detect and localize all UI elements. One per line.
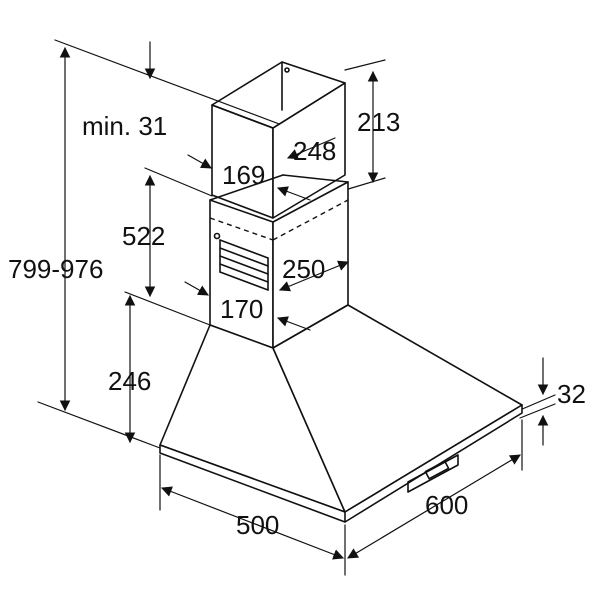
label-upper-chimney-depth: 248 [293,136,336,166]
label-upper-chimney-height: 213 [357,107,400,137]
vent-grille [219,239,269,291]
upper-chimney [211,61,346,219]
label-lower-chimney-width: 170 [220,294,263,324]
label-depth: 500 [236,510,279,540]
label-width: 600 [425,490,468,520]
label-total-height: 799-976 [8,254,103,284]
label-canopy-edge: 32 [557,379,586,409]
label-min-gap: min. 31 [82,111,167,141]
label-lower-chimney-depth: 250 [282,254,325,284]
label-upper-chimney-width: 169 [222,160,265,190]
dimension-arrows [59,41,549,560]
extension-lines [37,39,556,576]
label-canopy-height: 246 [108,366,151,396]
label-lower-chimney-height: 522 [122,221,165,251]
